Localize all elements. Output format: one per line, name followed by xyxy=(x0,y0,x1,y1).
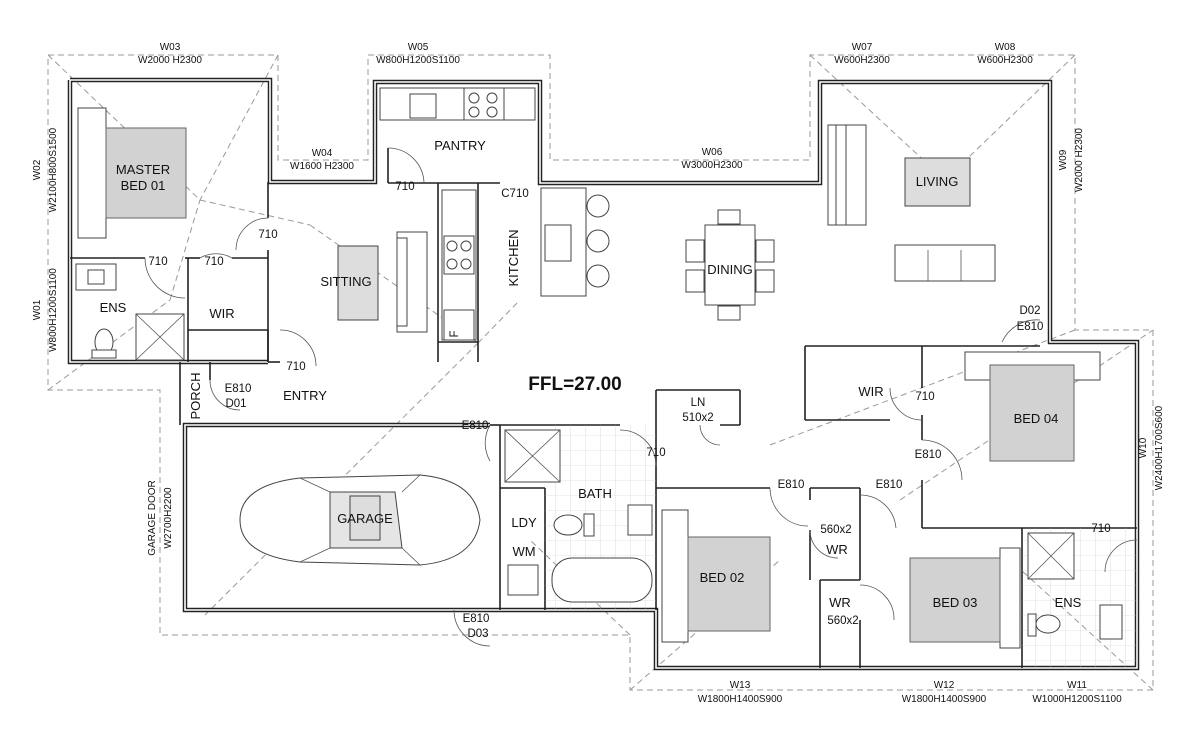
porch-label: PORCH xyxy=(188,373,203,420)
ens1-label: ENS xyxy=(100,300,127,315)
w10-tag: W10 xyxy=(1138,437,1149,458)
wir1-label: WIR xyxy=(209,306,234,321)
w08-spec: W600H2300 xyxy=(977,55,1033,66)
bed4-furniture xyxy=(964,351,1101,462)
door-e810-living: E810 xyxy=(1017,321,1044,333)
wr2-size-label: 560x2 xyxy=(827,615,858,627)
w05-tag: W05 xyxy=(408,42,429,53)
door-710-wir: 710 xyxy=(204,256,223,268)
door-710-sitting: 710 xyxy=(258,229,277,241)
dining-table xyxy=(685,209,775,321)
bed3-label: BED 03 xyxy=(933,595,978,610)
door-d03: D03 xyxy=(467,628,488,640)
door-710-bath: 710 xyxy=(646,447,665,459)
ffl-label: FFL=27.00 xyxy=(528,374,621,395)
door-e810-bed4: E810 xyxy=(915,449,942,461)
door-e810-garage: E810 xyxy=(462,420,489,432)
w04-spec: W1600 H2300 xyxy=(290,161,354,172)
pantry-label: PANTRY xyxy=(434,138,486,153)
w06-tag: W06 xyxy=(702,147,723,158)
w07-tag: W07 xyxy=(852,42,873,53)
wr2-label: WR xyxy=(829,595,851,610)
door-710-ens: 710 xyxy=(148,256,167,268)
w12-spec: W1800H1400S900 xyxy=(902,694,987,705)
bed4-label: BED 04 xyxy=(1014,411,1059,426)
sitting-furniture xyxy=(337,231,428,333)
living-label: LIVING xyxy=(916,174,959,189)
w04-tag: W04 xyxy=(312,148,333,159)
garage-door-tag: GARAGE DOOR xyxy=(147,480,158,556)
wr1-label: WR xyxy=(826,542,848,557)
w03-spec: W2000 H2300 xyxy=(138,55,202,66)
pantry-fixtures xyxy=(379,87,536,121)
w08-tag: W08 xyxy=(995,42,1016,53)
w10-spec: W2400H1700S600 xyxy=(1154,405,1165,490)
door-e810-bed2: E810 xyxy=(778,479,805,491)
bed2-furniture xyxy=(661,509,771,643)
garage-label: GARAGE xyxy=(337,511,393,526)
master-bed-label-1: MASTER xyxy=(116,162,170,177)
w06-spec: W3000H2300 xyxy=(681,160,743,171)
w07-spec: W600H2300 xyxy=(834,55,890,66)
wr1-size-label: 560x2 xyxy=(820,524,851,536)
door-labels: 710 C710 710 710 710 710 E810 D01 E810 7… xyxy=(148,181,1110,640)
door-e810-porch: E810 xyxy=(225,383,252,395)
door-710-entry: 710 xyxy=(286,361,305,373)
w03-tag: W03 xyxy=(160,42,181,53)
w01-tag: W01 xyxy=(32,299,43,320)
door-swings xyxy=(144,147,1138,647)
bed3-furniture xyxy=(909,547,1021,649)
door-d01: D01 xyxy=(225,398,246,410)
ln-size-label: 510x2 xyxy=(682,412,713,424)
w13-tag: W13 xyxy=(730,680,751,691)
fridge-label: F xyxy=(449,330,461,337)
door-e810-bed3: E810 xyxy=(876,479,903,491)
kitchen-label: KITCHEN xyxy=(506,229,521,286)
door-c710: C710 xyxy=(501,188,529,200)
bath-label: BATH xyxy=(578,486,612,501)
kitchen-fixtures xyxy=(441,187,610,341)
roof-outline xyxy=(47,54,1154,691)
living-furniture xyxy=(827,124,996,282)
w01-spec: W800H1200S1100 xyxy=(48,268,59,352)
bath-fixtures xyxy=(504,425,656,610)
sitting-label: SITTING xyxy=(320,274,371,289)
wm-label: WM xyxy=(512,544,535,559)
ens2-fixtures xyxy=(1022,528,1137,668)
door-710-pantry: 710 xyxy=(395,181,414,193)
door-d02: D02 xyxy=(1019,305,1040,317)
window-labels: W03 W2000 H2300 W05 W800H1200S1100 W07 W… xyxy=(32,42,1165,705)
ln-label: LN xyxy=(691,397,706,409)
ens1-fixtures xyxy=(75,263,185,361)
w13-spec: W1800H1400S900 xyxy=(698,694,783,705)
entry-label: ENTRY xyxy=(283,388,327,403)
door-e810-garage-side: E810 xyxy=(463,613,490,625)
master-bed-furniture xyxy=(77,107,187,239)
w09-tag: W09 xyxy=(1058,149,1069,170)
w09-spec: W2000 H2300 xyxy=(1074,128,1085,192)
ldy-label: LDY xyxy=(511,515,537,530)
wir4-label: WIR xyxy=(858,384,883,399)
car xyxy=(239,474,481,566)
w11-spec: W1000H1200S1100 xyxy=(1032,694,1122,705)
w02-tag: W02 xyxy=(32,159,43,180)
garage-door-spec: W2700H2200 xyxy=(163,487,174,549)
master-bed-label-2: BED 01 xyxy=(121,178,166,193)
w05-spec: W800H1200S1100 xyxy=(376,55,460,66)
door-710-wir4: 710 xyxy=(915,391,934,403)
w12-tag: W12 xyxy=(934,680,955,691)
ens2-label: ENS xyxy=(1055,595,1082,610)
bed2-label: BED 02 xyxy=(700,570,745,585)
door-710-ens2: 710 xyxy=(1091,523,1110,535)
w11-tag: W11 xyxy=(1067,680,1087,691)
w02-spec: W2100H800S1500 xyxy=(48,127,59,212)
dining-label: DINING xyxy=(707,262,753,277)
room-labels: MASTER BED 01 ENS WIR SITTING PANTRY KIT… xyxy=(100,138,1082,627)
